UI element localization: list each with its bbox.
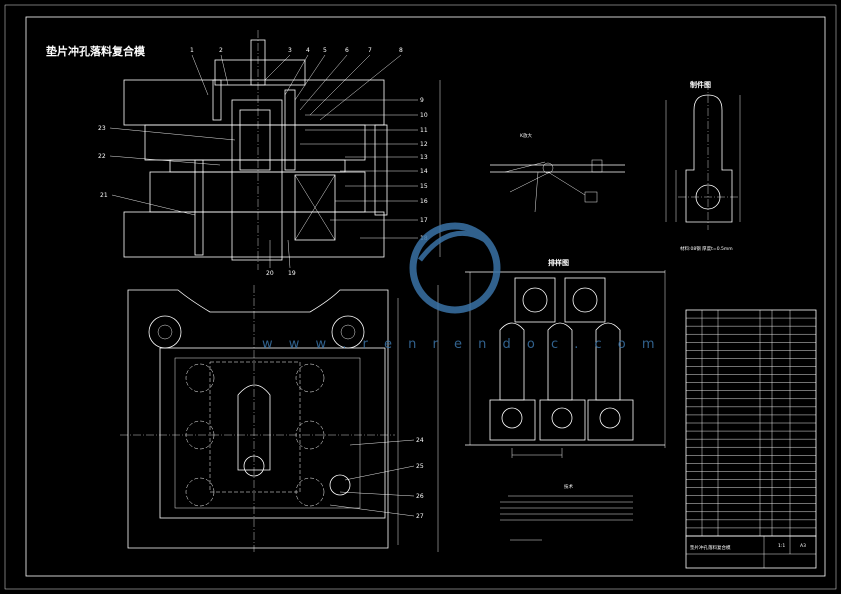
section-detail: K放大	[490, 132, 625, 213]
watermark: w w w . r e n r e n d o c . c o m	[262, 222, 661, 352]
svg-text:1:1: 1:1	[778, 543, 785, 549]
svg-text:1: 1	[190, 47, 194, 54]
svg-text:13: 13	[420, 154, 428, 161]
svg-text:22: 22	[98, 153, 106, 160]
svg-text:20: 20	[266, 270, 274, 277]
svg-text:11: 11	[420, 127, 428, 134]
svg-text:A3: A3	[800, 543, 806, 549]
svg-text:16: 16	[420, 198, 428, 205]
title-block: 垫片冲孔落料复合模 1:1 A3	[685, 535, 817, 569]
svg-text:7: 7	[368, 47, 372, 54]
svg-text:24: 24	[416, 437, 424, 444]
svg-text:25: 25	[416, 463, 424, 470]
svg-text:材料:08钢 厚度t=0.5mm: 材料:08钢 厚度t=0.5mm	[680, 245, 733, 252]
svg-text:12: 12	[420, 141, 428, 148]
svg-text:23: 23	[98, 125, 106, 132]
svg-text:w w w . r e n r e n d o c . c: w w w . r e n r e n d o c . c o m	[262, 337, 661, 352]
svg-text:垫片冲孔落料复合模: 垫片冲孔落料复合模	[690, 544, 731, 551]
svg-text:6: 6	[345, 47, 349, 54]
svg-text:9: 9	[420, 97, 424, 104]
svg-text:19: 19	[288, 270, 296, 277]
svg-text:21: 21	[100, 192, 108, 199]
left-part-labels: 23 22 21 20 19	[98, 125, 296, 277]
technical-requirements: 技术	[500, 483, 633, 541]
plan-view	[120, 285, 439, 552]
inner-border	[25, 16, 826, 577]
svg-text:4: 4	[306, 47, 310, 54]
plan-part-labels: 24 25 26 27	[329, 437, 424, 520]
svg-text:制件图: 制件图	[690, 80, 711, 89]
svg-text:15: 15	[420, 183, 428, 190]
svg-text:26: 26	[416, 493, 424, 500]
svg-text:排样图: 排样图	[548, 258, 569, 267]
svg-text:K放大: K放大	[520, 132, 532, 139]
svg-text:技术: 技术	[564, 483, 573, 490]
drawing-title: 垫片冲孔落料复合模	[46, 44, 146, 58]
svg-text:14: 14	[420, 168, 428, 175]
svg-text:8: 8	[399, 47, 403, 54]
front-section-view	[123, 30, 441, 270]
right-part-labels: 9 10 11 12 13 14 15 16 17 18	[300, 97, 428, 242]
part-drawing: 制件图 材料:08钢 厚度t=0.5mm	[665, 80, 741, 252]
outer-border	[4, 4, 837, 590]
svg-text:3: 3	[288, 47, 292, 54]
svg-text:5: 5	[323, 47, 327, 54]
bill-of-materials	[685, 309, 817, 537]
top-part-labels: 1 2 3 4 5 6 7 8	[190, 47, 403, 121]
svg-text:27: 27	[416, 513, 424, 520]
svg-text:10: 10	[420, 112, 428, 119]
svg-text:17: 17	[420, 217, 428, 224]
svg-text:2: 2	[219, 47, 223, 54]
